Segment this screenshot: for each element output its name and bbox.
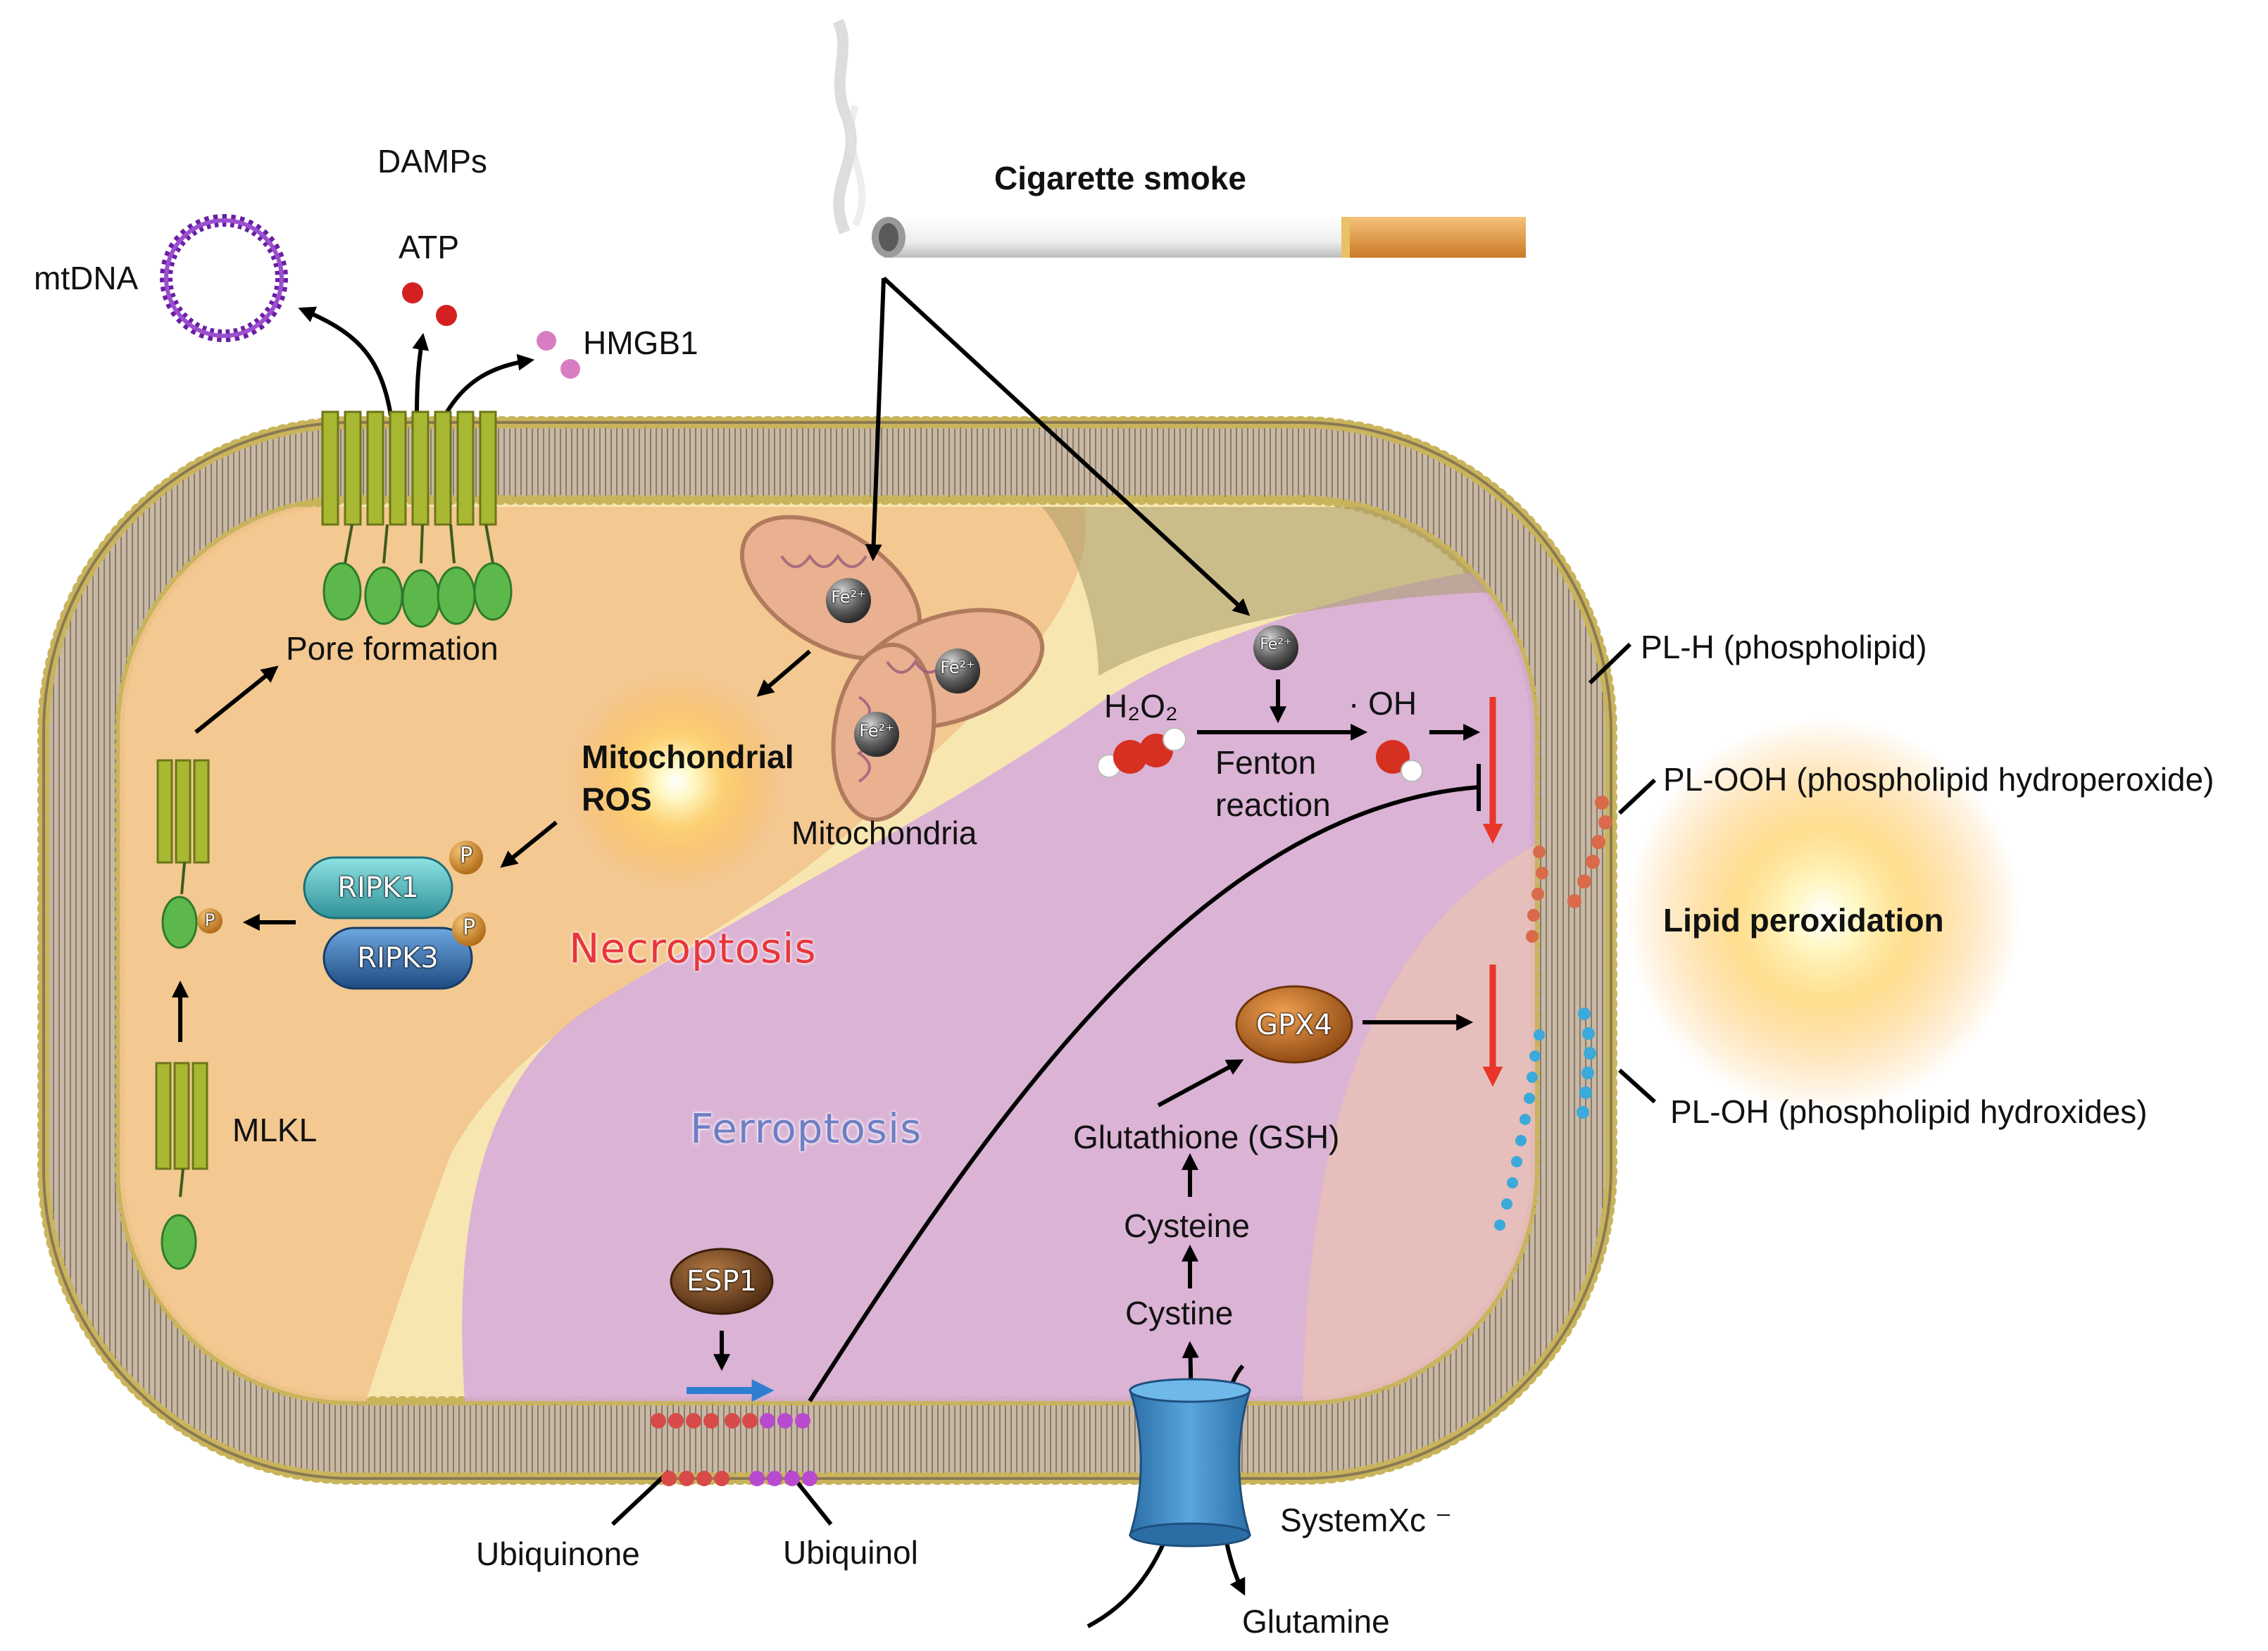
lipid-peroxidation-membrane	[1494, 796, 1612, 1231]
label-glutamine: Glutamine	[1242, 1603, 1390, 1640]
label-atp: ATP	[399, 229, 460, 265]
label-mlkl: MLKL	[232, 1112, 318, 1148]
label-fe-mito-3: Fe²⁺	[859, 721, 894, 741]
arrow-to-hmgb1	[443, 353, 535, 417]
mito-ros-glow	[570, 676, 782, 887]
label-hmgb1: HMGB1	[583, 325, 698, 361]
arrow-to-atp	[412, 332, 430, 416]
transporter-icon	[1128, 1378, 1252, 1548]
label-gpx4: GPX4	[1256, 1009, 1332, 1041]
pl-ooh-leader	[1617, 778, 1657, 815]
ubiquinone-pool	[651, 1413, 817, 1486]
arrow-to-mtdna	[298, 306, 393, 416]
label-pl-h: PL-H (phospholipid)	[1641, 629, 1927, 665]
label-esp1: ESP1	[686, 1265, 758, 1298]
label-cystine: Cystine	[1125, 1295, 1234, 1331]
arrow-ros-to-ripk	[500, 820, 558, 868]
atp-molecule-icon	[402, 282, 457, 326]
arrow-gsh-to-gpx4	[1157, 1059, 1244, 1107]
mlkl-icon	[155, 1062, 208, 1270]
mtdna-ring-icon	[160, 214, 288, 342]
label-phospho-ripk1: P	[459, 843, 473, 868]
membrane-pore-icon	[321, 410, 513, 628]
esp1-icon	[670, 1248, 774, 1315]
ferroptosis-region	[462, 563, 1535, 1401]
label-ripk3: RIPK3	[357, 942, 439, 974]
label-fe-free: Fe²⁺	[1260, 636, 1292, 653]
label-ros: ROS	[582, 781, 652, 817]
inhibition-curve	[808, 785, 1479, 1402]
label-mtdna: mtDNA	[34, 260, 139, 296]
label-pl-ooh: PL-OOH (phospholipid hydroperoxide)	[1663, 761, 2214, 798]
arrow-to-pore	[194, 665, 279, 734]
cigarette-icon	[832, 18, 1526, 258]
lipid-peroxidation-glow	[1627, 718, 2021, 1112]
label-mitochondrial: Mitochondrial	[582, 739, 794, 775]
label-mitochondria: Mitochondria	[791, 815, 977, 851]
label-glutathione: Glutathione (GSH)	[1073, 1119, 1340, 1155]
hmgb1-molecule-icon	[537, 331, 580, 379]
label-fe-mito-2: Fe²⁺	[940, 658, 975, 677]
label-fe-mito-1: Fe²⁺	[831, 587, 866, 607]
ubiquinone-leader	[610, 1469, 671, 1526]
pl-oh-leader	[1617, 1068, 1657, 1104]
label-lipid-peroxidation: Lipid peroxidation	[1663, 902, 1944, 939]
arrow-smoke-to-mito	[865, 277, 886, 562]
label-pl-oh: PL-OH (phospholipid hydroxides)	[1670, 1093, 2148, 1130]
label-ubiquinone: Ubiquinone	[476, 1536, 640, 1572]
label-systemxc: SystemXc ⁻	[1280, 1502, 1453, 1538]
arrow-smoke-to-fe	[882, 276, 1251, 616]
label-ferroptosis: Ferroptosis	[690, 1105, 922, 1153]
label-damps: DAMPs	[377, 143, 487, 180]
mlkl-activated-icon	[156, 759, 223, 949]
pl-h-leader	[1588, 642, 1632, 685]
label-cysteine: Cysteine	[1124, 1207, 1250, 1244]
ripk-complex	[303, 841, 486, 990]
label-phospho-mlkl: P	[204, 910, 215, 930]
gpx4-icon	[1235, 985, 1353, 1064]
label-necroptosis: Necroptosis	[569, 924, 817, 972]
label-cigarette-smoke: Cigarette smoke	[994, 160, 1246, 196]
label-ripk1: RIPK1	[337, 872, 419, 904]
h2o2-molecule-icon	[1097, 727, 1186, 778]
cytoplasm	[115, 495, 1540, 1406]
hydroxyl-radical-icon	[1376, 740, 1423, 782]
label-reaction: reaction	[1215, 786, 1331, 823]
label-pore-formation: Pore formation	[286, 630, 499, 667]
arrow-mito-to-ros	[756, 649, 811, 697]
label-h2o2: H₂O₂	[1104, 688, 1178, 724]
iron-ion-icon	[826, 578, 1298, 757]
label-fenton: Fenton	[1215, 744, 1317, 781]
label-hydroxyl: · OH	[1348, 685, 1417, 722]
label-phospho-ripk3: P	[462, 915, 476, 940]
label-ubiquinol: Ubiquinol	[783, 1534, 918, 1571]
